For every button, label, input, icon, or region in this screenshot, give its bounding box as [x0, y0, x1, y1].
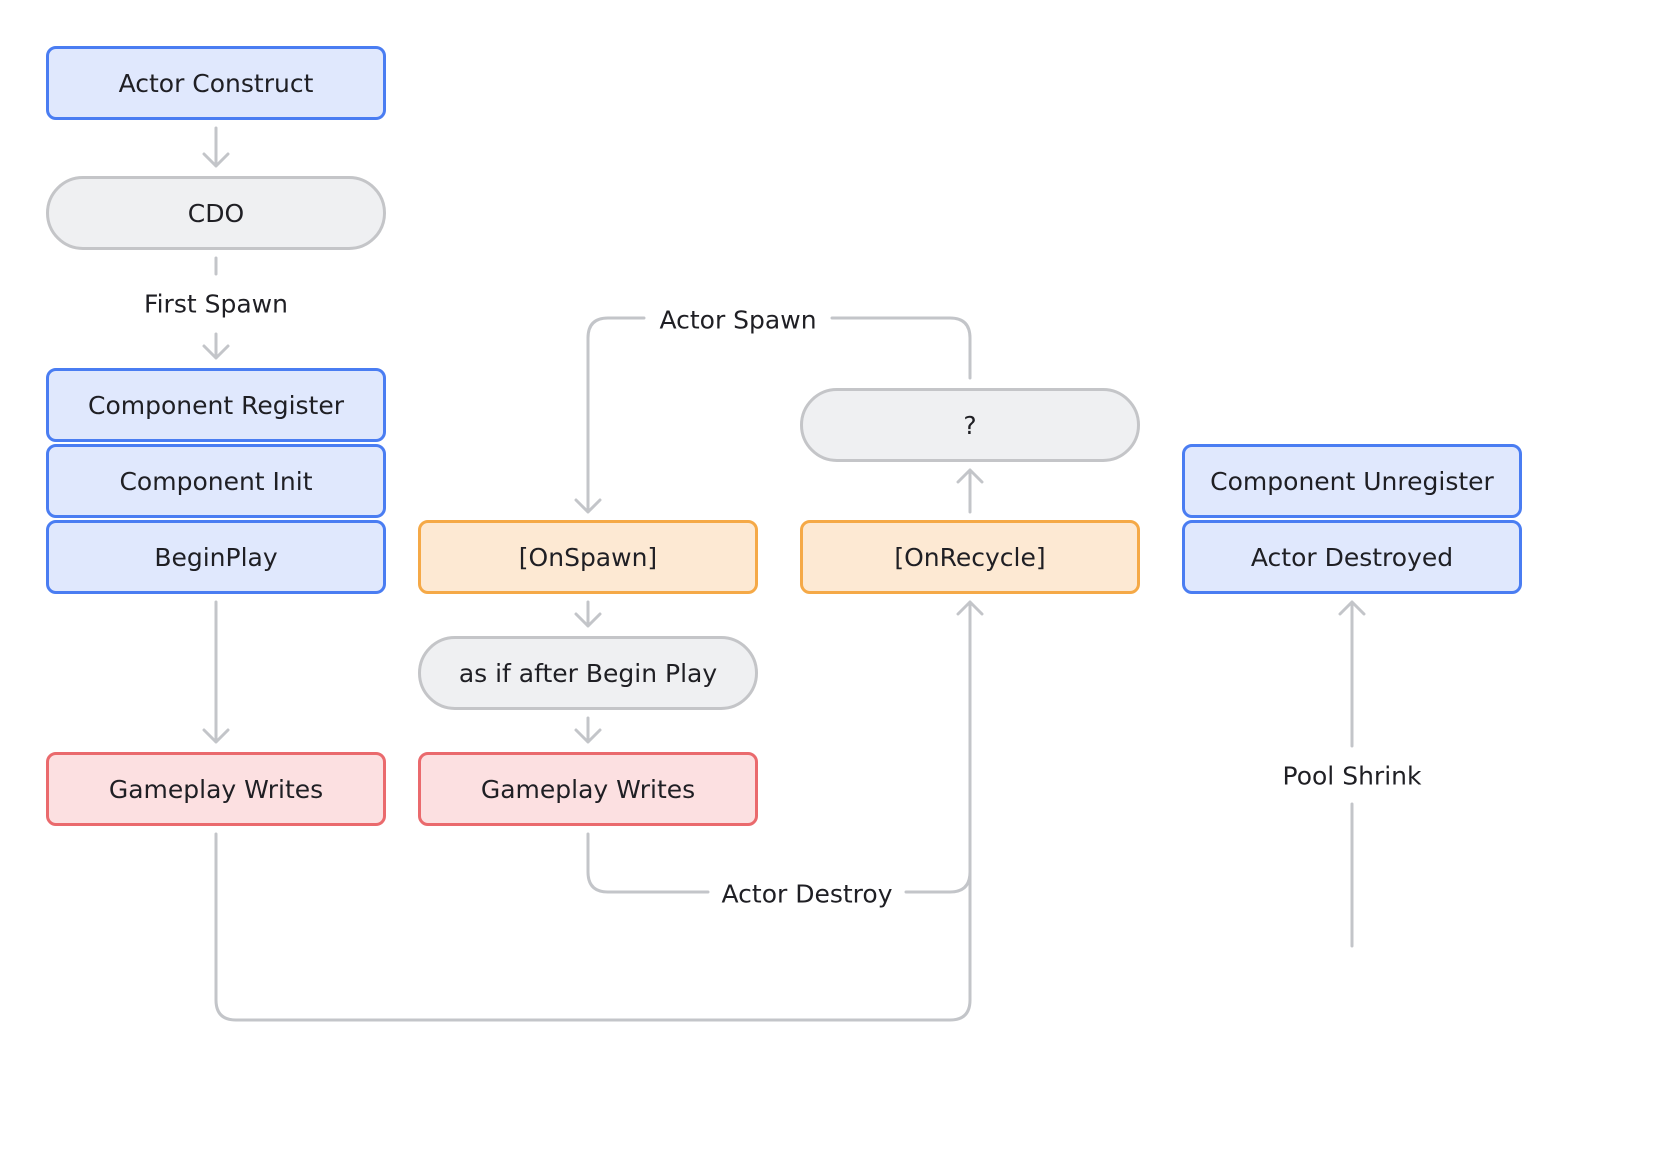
node-component-register: Component Register	[46, 368, 386, 442]
node-gameplay-writes-left: Gameplay Writes	[46, 752, 386, 826]
edge-construct-to-cdo	[202, 126, 230, 168]
edge-actor-destroy	[586, 832, 972, 894]
edge-beginplay-to-writes	[202, 600, 230, 744]
edge-asif-to-writes	[574, 716, 602, 744]
node-as-if-after-begin-play: as if after Begin Play	[418, 636, 758, 710]
node-component-unregister: Component Unregister	[1182, 444, 1522, 518]
node-unknown: ?	[800, 388, 1140, 462]
edge-label-first-spawn: First Spawn	[140, 289, 292, 319]
edge-actor-spawn	[574, 316, 972, 514]
node-cdo: CDO	[46, 176, 386, 250]
edge-label-actor-destroy: Actor Destroy	[717, 879, 897, 909]
node-actor-destroyed: Actor Destroyed	[1182, 520, 1522, 594]
edge-writes-to-onrecycle	[214, 600, 984, 1022]
edge-label-pool-shrink: Pool Shrink	[1278, 761, 1426, 791]
node-component-init: Component Init	[46, 444, 386, 518]
node-on-recycle: [OnRecycle]	[800, 520, 1140, 594]
node-actor-construct: Actor Construct	[46, 46, 386, 120]
edge-onrecycle-to-unknown	[956, 468, 984, 514]
node-gameplay-writes-middle: Gameplay Writes	[418, 752, 758, 826]
lifecycle-diagram: Actor Construct CDO Component Register C…	[46, 46, 1522, 1022]
edge-layer	[202, 126, 1366, 1022]
edge-cdo-to-register	[202, 256, 230, 360]
edge-pool-shrink	[1338, 600, 1366, 948]
edge-onspawn-to-asif	[574, 600, 602, 628]
edge-label-actor-spawn: Actor Spawn	[655, 305, 821, 335]
node-on-spawn: [OnSpawn]	[418, 520, 758, 594]
node-begin-play: BeginPlay	[46, 520, 386, 594]
